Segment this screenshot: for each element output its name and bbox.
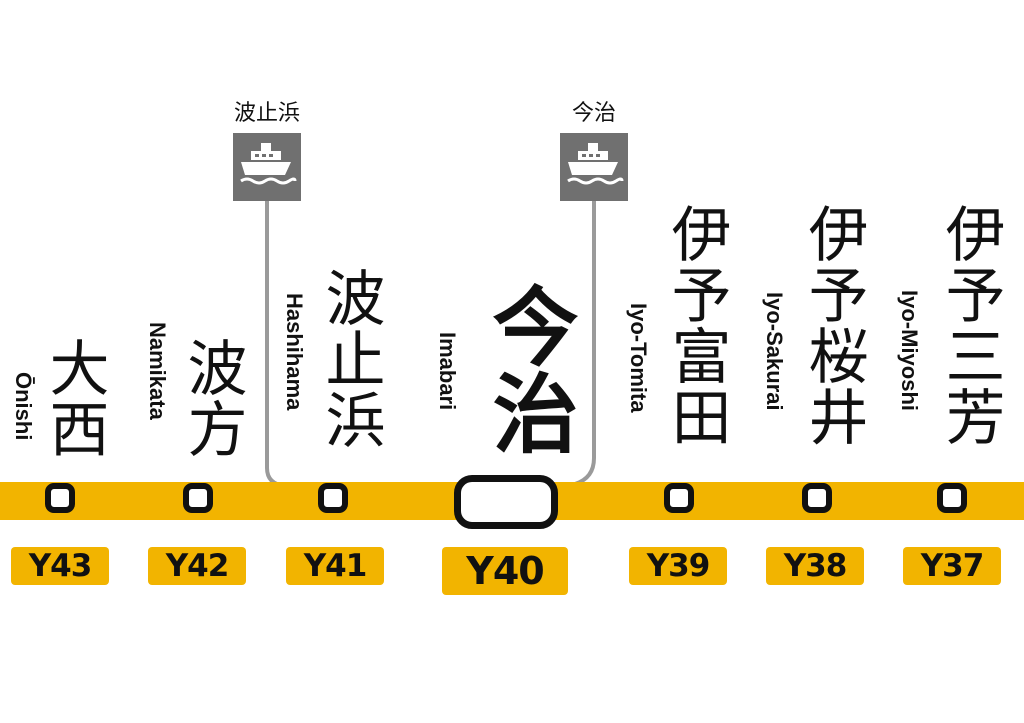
station-romaji-namikata: Namikata [145, 322, 170, 420]
station-code-iyo-tomita: Y39 [629, 547, 727, 585]
station-marker-imabari[interactable] [454, 475, 558, 529]
station-marker-iyo-tomita[interactable] [664, 483, 694, 513]
station-code-onishi: Y43 [11, 547, 109, 585]
station-name-iyo-miyoshi: 伊予三芳 [935, 203, 1005, 447]
station-name-iyo-sakurai: 伊予桜井 [798, 203, 868, 447]
station-romaji-iyo-miyoshi: Iyo-Miyoshi [897, 290, 922, 412]
station-romaji-iyo-sakurai: Iyo-Sakurai [762, 292, 787, 411]
ferry-label-hashihama: 波止浜 [233, 101, 300, 126]
station-code-iyo-sakurai: Y38 [766, 547, 864, 585]
station-romaji-onishi: Ōnishi [11, 372, 36, 441]
station-romaji-hashihama: Hashihama [282, 293, 307, 411]
ferry-icon [560, 133, 628, 201]
station-marker-onishi[interactable] [45, 483, 75, 513]
station-marker-iyo-sakurai[interactable] [802, 483, 832, 513]
station-marker-namikata[interactable] [183, 483, 213, 513]
ferry-icon [233, 133, 301, 201]
station-name-iyo-tomita: 伊予富田 [661, 203, 731, 447]
station-code-imabari: Y40 [442, 547, 568, 595]
ship-graphic [567, 143, 624, 185]
station-name-imabari: 今治 [477, 282, 577, 456]
station-code-namikata: Y42 [148, 547, 246, 585]
station-name-onishi: 大西 [39, 337, 109, 459]
station-romaji-iyo-tomita: Iyo-Tomita [626, 303, 651, 413]
ferry-label-imabari: 今治 [571, 101, 616, 126]
station-marker-hashihama[interactable] [318, 483, 348, 513]
station-marker-iyo-miyoshi[interactable] [937, 483, 967, 513]
station-romaji-imabari: Imabari [435, 332, 460, 411]
station-code-hashihama: Y41 [286, 547, 384, 585]
station-code-iyo-miyoshi: Y37 [903, 547, 1001, 585]
ship-graphic [240, 143, 297, 185]
station-name-namikata: 波方 [177, 337, 247, 459]
station-name-hashihama: 波止浜 [315, 267, 385, 450]
